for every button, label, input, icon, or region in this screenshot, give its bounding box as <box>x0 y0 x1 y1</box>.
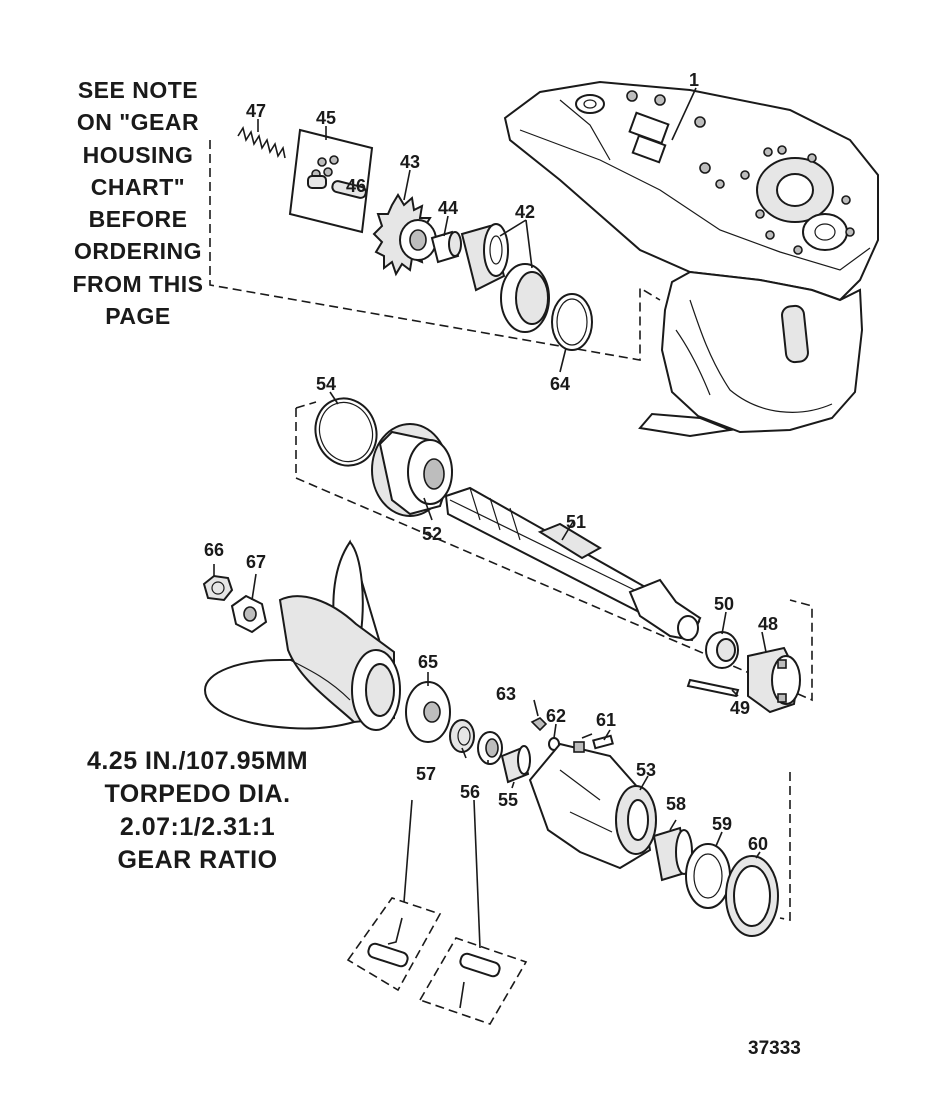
callout-43: 43 <box>400 152 420 172</box>
tab-washer-67-drawing <box>230 594 268 634</box>
gear-housing-drawing <box>503 80 879 438</box>
o-ring-64-drawing <box>551 293 593 351</box>
callout-46: 46 <box>346 176 366 196</box>
callout-65: 65 <box>418 652 438 672</box>
tapered-bearing-42-drawing <box>460 223 550 333</box>
order-note-line: CHART" <box>90 173 186 200</box>
upper-assembly-outline <box>209 140 661 361</box>
order-note-line: FROM THIS <box>72 270 204 297</box>
thrust-washer-65-drawing <box>405 681 451 743</box>
callout-60: 60 <box>748 834 768 854</box>
callout-62: 62 <box>546 706 566 726</box>
clutch-48-drawing <box>747 646 801 714</box>
order-note-line: ON "GEAR <box>76 109 200 136</box>
callout-52: 52 <box>422 524 442 544</box>
retainer-60-drawing <box>725 855 779 937</box>
callout-49: 49 <box>730 698 750 718</box>
seal-56-drawing <box>477 731 503 765</box>
callout-55: 55 <box>498 790 518 810</box>
callout-47: 47 <box>246 101 266 121</box>
spring-47-drawing <box>237 125 286 159</box>
carrier-assembly-outline <box>779 772 791 921</box>
callout-42: 42 <box>515 202 535 222</box>
spec-line: 2.07:1/2.31:1 <box>119 813 276 841</box>
callout-64: 64 <box>550 374 570 394</box>
pin-49-drawing <box>686 678 740 698</box>
callout-58: 58 <box>666 794 686 814</box>
order-note-line: BEFORE <box>88 206 188 233</box>
callout-57: 57 <box>416 764 436 784</box>
stud-61-drawing <box>592 734 614 750</box>
needle-bearing-44-drawing <box>430 230 462 264</box>
spec-line: GEAR RATIO <box>117 846 278 874</box>
callout-44: 44 <box>438 198 458 218</box>
propeller-drawing <box>203 539 401 731</box>
callout-56: 56 <box>460 782 480 802</box>
order-note: SEE NOTE ON "GEAR HOUSING CHART" BEFORE … <box>62 74 214 332</box>
nut-63-drawing <box>530 717 548 732</box>
figure-number: 37333 <box>748 1038 801 1059</box>
nut-66-drawing <box>202 574 234 602</box>
seal-57-drawing <box>449 719 475 753</box>
callout-1: 1 <box>689 70 699 90</box>
forward-gear-52-drawing <box>371 423 454 517</box>
sub-kit-56-outline <box>418 937 528 1025</box>
callout-61: 61 <box>596 710 616 730</box>
hardware-kit-45-drawing <box>288 128 374 234</box>
callout-66: 66 <box>204 540 224 560</box>
callout-53: 53 <box>636 760 656 780</box>
sub-kit-57-outline <box>346 897 442 992</box>
order-note-line: ORDERING <box>74 238 202 265</box>
bearing-55-drawing <box>500 745 531 784</box>
callout-labels: 1 47 45 43 46 44 42 64 54 52 51 66 67 50… <box>204 70 801 1059</box>
o-ring-54-drawing <box>314 397 378 467</box>
order-note-line: PAGE <box>105 303 171 330</box>
spec-line: 4.25 IN./107.95MM <box>86 747 309 775</box>
order-note-line: HOUSING <box>82 141 194 168</box>
callout-63: 63 <box>496 684 516 704</box>
spec-line: TORPEDO DIA. <box>104 780 291 808</box>
callout-50: 50 <box>714 594 734 614</box>
callout-45: 45 <box>316 108 336 128</box>
propeller-shaft-51-drawing <box>444 486 702 642</box>
bearing-carrier-53-drawing <box>528 741 657 870</box>
callout-54: 54 <box>316 374 336 394</box>
order-note-line: SEE NOTE <box>77 77 199 103</box>
leader-lines <box>213 87 767 949</box>
callout-48: 48 <box>758 614 778 634</box>
pinion-gear-43-drawing <box>372 193 437 277</box>
callout-51: 51 <box>566 512 586 532</box>
callout-59: 59 <box>712 814 732 834</box>
callout-67: 67 <box>246 552 266 572</box>
spec-block: 4.25 IN./107.95MM TORPEDO DIA. 2.07:1/2.… <box>70 745 325 877</box>
shaft-assembly-outline <box>295 408 813 702</box>
bearing-58-drawing <box>652 826 693 882</box>
